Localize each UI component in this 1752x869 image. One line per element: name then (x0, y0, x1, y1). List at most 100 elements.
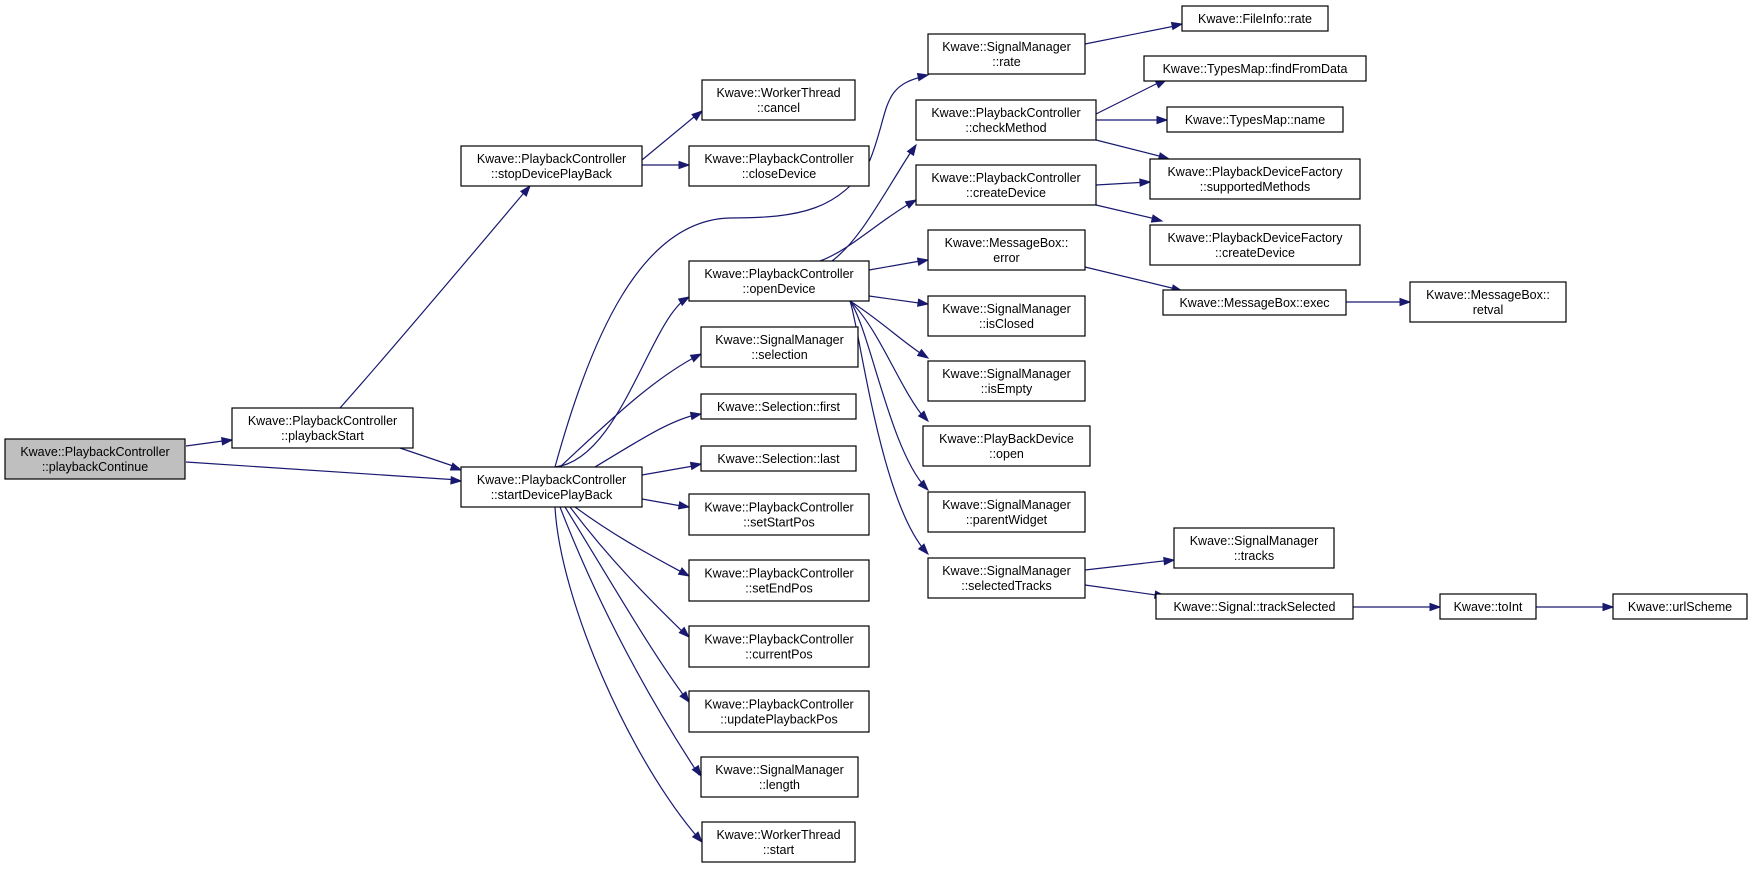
node-label-line: Kwave::SignalManager (942, 498, 1071, 512)
edge-line (594, 413, 700, 468)
node-box (1155, 593, 1354, 620)
node-playback-device-factory-supported-methods[interactable]: Kwave::PlaybackDeviceFactory::supportedM… (1149, 158, 1361, 200)
node-label-line: Kwave::SignalManager (942, 564, 1071, 578)
node-worker-thread-cancel[interactable]: Kwave::WorkerThread::cancel (701, 79, 856, 121)
node-label-line: ::createDevice (1215, 246, 1295, 260)
edge-line (641, 111, 701, 161)
node-label-line: Kwave::PlaybackController (931, 171, 1080, 185)
node-playback-device-factory-create-device[interactable]: Kwave::PlaybackDeviceFactory::createDevi… (1149, 224, 1361, 266)
node-file-info-rate[interactable]: Kwave::FileInfo::rate (1181, 5, 1329, 32)
call-edge (849, 300, 930, 359)
node-playback-controller-close-device[interactable]: Kwave::PlaybackController::closeDevice (688, 145, 870, 187)
edge-line (849, 300, 927, 421)
arrowhead-icon (678, 160, 691, 170)
arrowhead-icon (916, 257, 930, 266)
node-signal-track-selected[interactable]: Kwave::Signal::trackSelected (1155, 593, 1354, 620)
edge-line (1095, 79, 1165, 115)
node-play-back-device-open[interactable]: Kwave::PlayBackDevice::open (922, 425, 1091, 467)
arrowhead-icon (1139, 178, 1152, 187)
node-message-box-error[interactable]: Kwave::MessageBox::error (927, 229, 1086, 271)
node-label-line: Kwave::toInt (1454, 600, 1523, 614)
call-edge (594, 411, 703, 468)
node-playback-controller-update-playback-pos[interactable]: Kwave::PlaybackController::updatePlaybac… (688, 690, 870, 733)
node-label-line: Kwave::PlaybackController (248, 414, 397, 428)
node-types-map-name[interactable]: Kwave::TypesMap::name (1166, 106, 1344, 133)
node-playback-controller-playback-start[interactable]: Kwave::PlaybackController::playbackStart (231, 407, 414, 449)
call-edge (554, 296, 691, 468)
node-url-scheme[interactable]: Kwave::urlScheme (1612, 593, 1748, 620)
node-box (688, 559, 870, 602)
call-edge (339, 184, 531, 409)
call-edge (641, 498, 691, 510)
arrowhead-icon (1163, 556, 1176, 566)
call-edge (831, 143, 917, 262)
node-label-line: ::setStartPos (743, 516, 815, 530)
node-box (701, 821, 856, 863)
node-playback-controller-set-start-pos[interactable]: Kwave::PlaybackController::setStartPos (688, 493, 870, 536)
node-playback-controller-set-end-pos[interactable]: Kwave::PlaybackController::setEndPos (688, 559, 870, 602)
node-signal-manager-rate[interactable]: Kwave::SignalManager::rate (927, 33, 1086, 75)
arrowhead-icon (691, 110, 704, 121)
call-edge (1346, 297, 1412, 307)
call-edge (1536, 602, 1615, 612)
node-playback-controller-stop-device-play-back[interactable]: Kwave::PlaybackController::stopDevicePla… (460, 145, 643, 187)
node-signal-manager-tracks[interactable]: Kwave::SignalManager::tracks (1173, 527, 1335, 569)
node-box (688, 260, 870, 302)
node-worker-thread-start[interactable]: Kwave::WorkerThread::start (701, 821, 856, 863)
node-playback-controller-open-device[interactable]: Kwave::PlaybackController::openDevice (688, 260, 870, 302)
arrowhead-icon (691, 764, 702, 778)
node-signal-manager-selected-tracks[interactable]: Kwave::SignalManager::selectedTracks (927, 557, 1086, 599)
arrowhead-icon (904, 199, 918, 209)
edge-line (868, 259, 927, 271)
call-edge (642, 160, 691, 170)
node-playback-controller-check-method[interactable]: Kwave::PlaybackController::checkMethod (915, 99, 1097, 141)
node-box (1181, 5, 1329, 32)
node-playback-controller-current-pos[interactable]: Kwave::PlaybackController::currentPos (688, 625, 870, 668)
node-to-int[interactable]: Kwave::toInt (1439, 593, 1537, 620)
call-edge (641, 110, 704, 161)
edge-line (339, 187, 529, 409)
call-edge (185, 437, 234, 447)
node-signal-manager-parent-widget[interactable]: Kwave::SignalManager::parentWidget (927, 491, 1086, 533)
node-playback-controller-start-device-play-back[interactable]: Kwave::PlaybackController::startDevicePl… (460, 466, 643, 508)
arrowhead-icon (677, 501, 691, 510)
edge-line (1095, 139, 1168, 159)
node-box (927, 491, 1086, 533)
node-playback-controller-playback-continue[interactable]: Kwave::PlaybackController::playbackConti… (4, 438, 186, 480)
node-label-line: Kwave::PlaybackDeviceFactory (1167, 231, 1343, 245)
call-edge (849, 300, 930, 492)
arrowhead-icon (1170, 21, 1184, 31)
node-label-line: Kwave::SignalManager (942, 367, 1071, 381)
node-label-line: Kwave::Selection::first (717, 400, 840, 414)
call-edge (559, 353, 703, 468)
call-edge (868, 295, 930, 307)
node-label-line: ::selectedTracks (961, 579, 1052, 593)
node-selection-first[interactable]: Kwave::Selection::first (700, 393, 857, 420)
node-playback-controller-create-device[interactable]: Kwave::PlaybackController::createDevice (915, 164, 1097, 206)
arrowhead-icon (916, 348, 930, 359)
node-message-box-retval[interactable]: Kwave::MessageBox::retval (1409, 281, 1567, 323)
node-selection-last[interactable]: Kwave::Selection::last (700, 445, 857, 472)
node-label-line: Kwave::PlaybackController (477, 152, 626, 166)
node-label-line: ::supportedMethods (1200, 180, 1311, 194)
node-label-line: Kwave::PlaybackController (20, 445, 169, 459)
node-message-box-exec[interactable]: Kwave::MessageBox::exec (1162, 289, 1347, 316)
edge-line (868, 295, 927, 305)
node-label-line: Kwave::PlaybackController (704, 633, 853, 647)
edge-line (559, 506, 700, 776)
node-label-line: Kwave::SignalManager (1190, 534, 1319, 548)
node-box (231, 407, 414, 449)
call-edge (399, 447, 463, 471)
node-signal-manager-length[interactable]: Kwave::SignalManager::length (700, 756, 859, 798)
node-box (1149, 158, 1361, 200)
node-signal-manager-is-empty[interactable]: Kwave::SignalManager::isEmpty (927, 360, 1086, 402)
node-box (927, 360, 1086, 402)
node-label-line: Kwave::TypesMap::name (1185, 113, 1325, 127)
call-edge (1353, 602, 1442, 612)
node-label-line: Kwave::SignalManager (715, 763, 844, 777)
node-label-line: Kwave::Selection::last (717, 452, 840, 466)
node-signal-manager-is-closed[interactable]: Kwave::SignalManager::isClosed (927, 295, 1086, 337)
node-signal-manager-selection[interactable]: Kwave::SignalManager::selection (700, 326, 859, 368)
node-types-map-find-from-data[interactable]: Kwave::TypesMap::findFromData (1143, 55, 1367, 82)
